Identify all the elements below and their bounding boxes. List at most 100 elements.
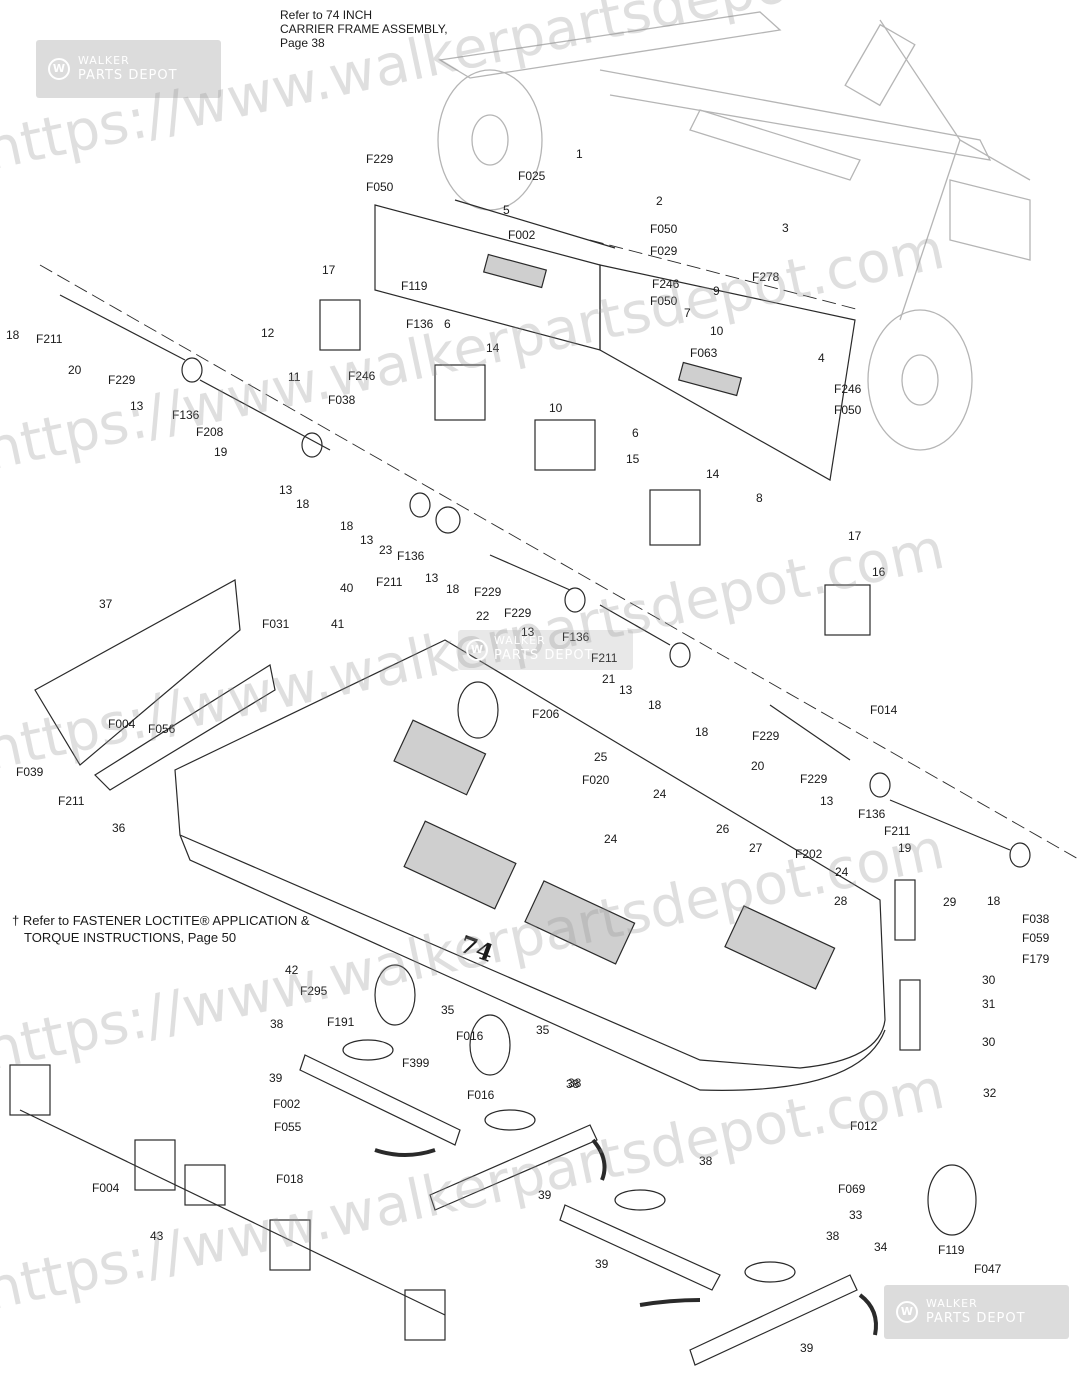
callout-24: 24 xyxy=(835,865,849,879)
callout-f211: F211 xyxy=(376,575,403,589)
callout-42: 42 xyxy=(285,963,299,977)
callout-24: 24 xyxy=(604,832,618,846)
callout-17: 17 xyxy=(322,263,336,277)
callout-f206: F206 xyxy=(532,707,560,721)
callout-1: 1 xyxy=(576,147,583,161)
loctite-note: † Refer to FASTENER LOCTITE® APPLICATION… xyxy=(12,912,310,946)
callout-21: 21 xyxy=(602,672,616,686)
callout-f056: F056 xyxy=(148,722,176,736)
callout-10: 10 xyxy=(710,324,724,338)
callout-18: 18 xyxy=(987,894,1001,908)
callout-38: 38 xyxy=(568,1076,582,1090)
callout-18: 18 xyxy=(446,582,460,596)
callout-f136: F136 xyxy=(406,317,434,331)
callout-38: 38 xyxy=(699,1154,713,1168)
callout-20: 20 xyxy=(68,363,82,377)
callout-f278: F278 xyxy=(752,270,780,284)
callout-15: 15 xyxy=(626,452,640,466)
callout-6: 6 xyxy=(444,317,451,331)
callout-27: 27 xyxy=(749,841,763,855)
callout-17: 17 xyxy=(848,529,862,543)
walker-logo-icon: W xyxy=(896,1301,918,1323)
callout-layer: 1234566789101011121313131313131314141516… xyxy=(6,147,1050,1355)
callout-29: 29 xyxy=(943,895,957,909)
callout-f004: F004 xyxy=(108,717,136,731)
callout-f014: F014 xyxy=(870,703,898,717)
callout-f246: F246 xyxy=(348,369,376,383)
callout-4: 4 xyxy=(818,351,825,365)
callout-39: 39 xyxy=(269,1071,283,1085)
callout-f002: F002 xyxy=(273,1097,301,1111)
callout-f246: F246 xyxy=(652,277,680,291)
callout-33: 33 xyxy=(849,1208,863,1222)
callout-39: 39 xyxy=(800,1341,814,1355)
callout-f012: F012 xyxy=(850,1119,878,1133)
callout-2: 2 xyxy=(656,194,663,208)
callout-f055: F055 xyxy=(274,1120,302,1134)
callout-9: 9 xyxy=(713,284,720,298)
callout-f038: F038 xyxy=(328,393,356,407)
callout-34: 34 xyxy=(874,1240,888,1254)
callout-26: 26 xyxy=(716,822,730,836)
callout-7: 7 xyxy=(684,306,691,320)
walker-logo-icon: W xyxy=(48,58,70,80)
callout-f016: F016 xyxy=(456,1029,484,1043)
callout-f038: F038 xyxy=(1022,912,1050,926)
loctite-line-1: Refer to FASTENER LOCTITE® APPLICATION & xyxy=(22,913,310,928)
callout-43: 43 xyxy=(150,1229,164,1243)
callout-23: 23 xyxy=(379,543,393,557)
callout-f202: F202 xyxy=(795,847,823,861)
callout-14: 14 xyxy=(486,341,500,355)
callout-30: 30 xyxy=(982,1035,996,1049)
callout-f069: F069 xyxy=(838,1182,866,1196)
callout-38: 38 xyxy=(826,1229,840,1243)
callout-f399: F399 xyxy=(402,1056,430,1070)
callout-f002: F002 xyxy=(508,228,536,242)
callout-37: 37 xyxy=(99,597,113,611)
callout-f136: F136 xyxy=(858,807,886,821)
callout-13: 13 xyxy=(425,571,439,585)
callout-8: 8 xyxy=(756,491,763,505)
callout-f211: F211 xyxy=(591,651,618,665)
callout-f018: F018 xyxy=(276,1172,304,1186)
blade-assembly xyxy=(9,1039,878,1366)
callout-18: 18 xyxy=(648,698,662,712)
callout-12: 12 xyxy=(261,326,275,340)
callout-f031: F031 xyxy=(262,617,290,631)
callout-39: 39 xyxy=(595,1257,609,1271)
dagger-symbol: † xyxy=(12,913,20,928)
reference-line-2: CARRIER FRAME ASSEMBLY, xyxy=(280,22,448,36)
callout-13: 13 xyxy=(619,683,633,697)
callout-32: 32 xyxy=(983,1086,997,1100)
callout-f179: F179 xyxy=(1022,952,1050,966)
callout-f208: F208 xyxy=(196,425,224,439)
callout-f029: F029 xyxy=(650,244,678,258)
walker-logo-icon: W xyxy=(466,639,488,661)
callout-f050: F050 xyxy=(366,180,394,194)
callout-16: 16 xyxy=(872,565,886,579)
callout-f229: F229 xyxy=(108,373,136,387)
callout-28: 28 xyxy=(834,894,848,908)
callout-13: 13 xyxy=(130,399,144,413)
callout-f191: F191 xyxy=(327,1015,355,1029)
callout-f050: F050 xyxy=(834,403,862,417)
callout-f016: F016 xyxy=(467,1088,495,1102)
callout-f004: F004 xyxy=(92,1181,120,1195)
callout-f063: F063 xyxy=(690,346,718,360)
callout-f047: F047 xyxy=(974,1262,1002,1276)
callout-30: 30 xyxy=(982,973,996,987)
upper-deck-assembly xyxy=(39,199,1081,868)
callout-3: 3 xyxy=(782,221,789,235)
callout-38: 38 xyxy=(270,1017,284,1031)
callout-f211: F211 xyxy=(36,332,63,346)
callout-25: 25 xyxy=(594,750,608,764)
callout-f211: F211 xyxy=(58,794,85,808)
callout-19: 19 xyxy=(214,445,228,459)
brand-badge: W WALKER PARTS DEPOT xyxy=(458,630,633,670)
callout-f229: F229 xyxy=(474,585,502,599)
callout-11: 11 xyxy=(288,370,301,384)
callout-f229: F229 xyxy=(752,729,780,743)
callout-18: 18 xyxy=(6,328,20,342)
callout-24: 24 xyxy=(653,787,667,801)
callout-f211: F211 xyxy=(884,824,911,838)
